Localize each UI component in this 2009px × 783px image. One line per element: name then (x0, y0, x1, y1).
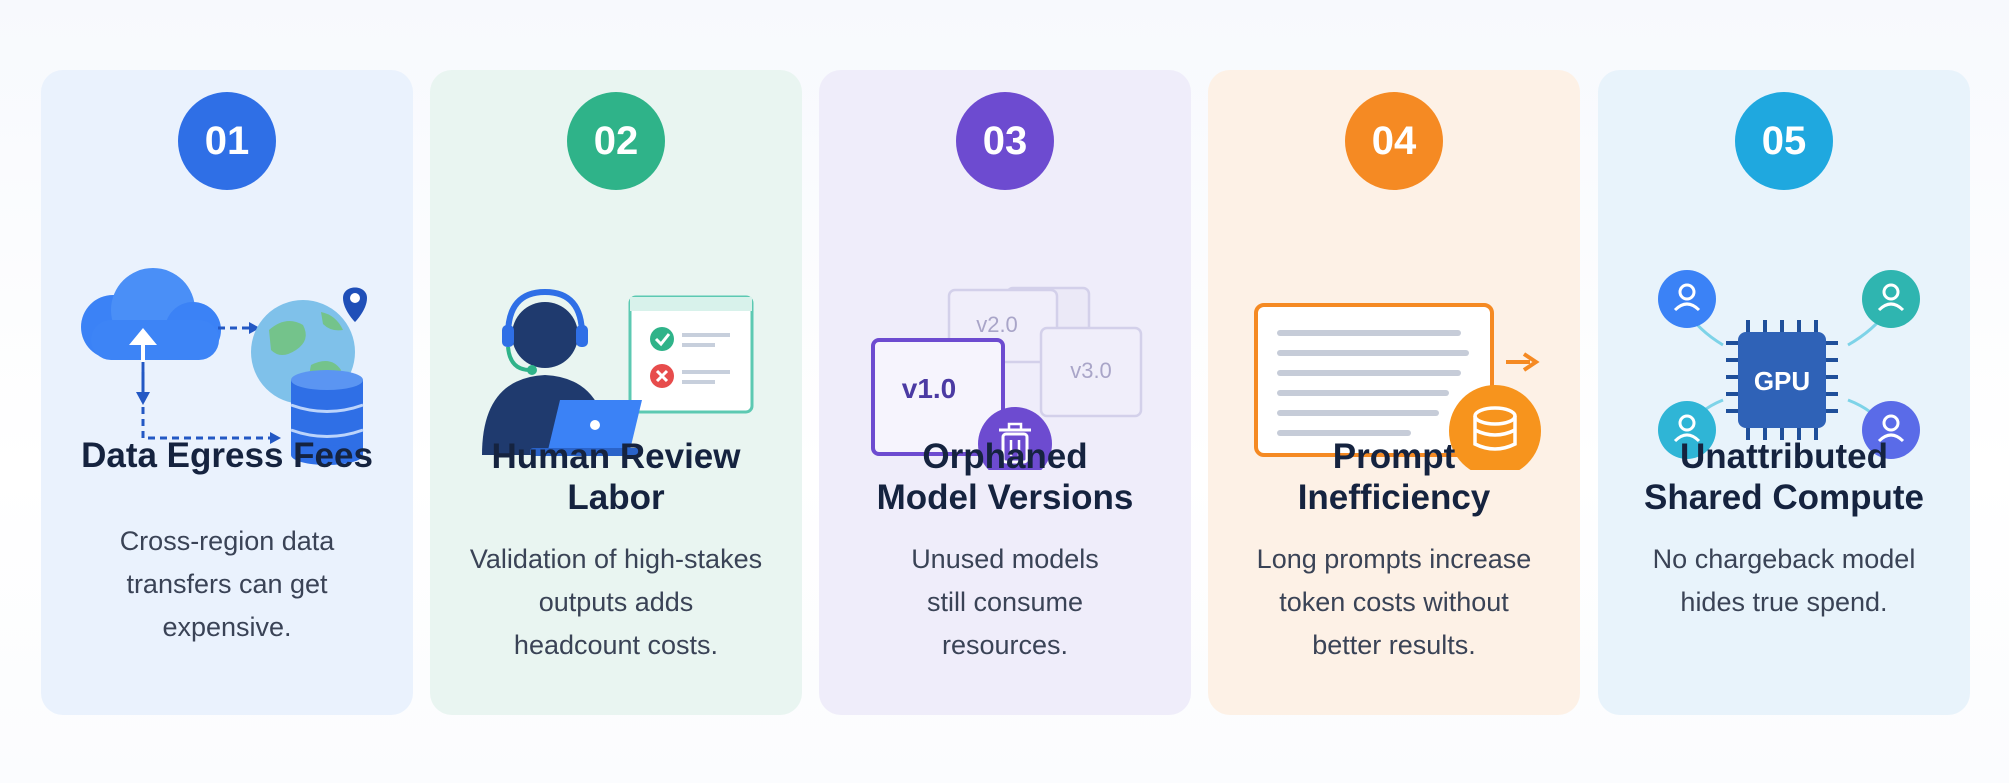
card-title: Orphaned Model Versions (876, 437, 1134, 517)
card-prompt-inefficiency: 04 Prompt Inefficiency Long prompts incr… (1208, 70, 1580, 715)
card-human-review-labor: 02 Human Review (430, 70, 802, 715)
card-data-egress-fees: 01 Da (41, 70, 413, 715)
user-icon (1658, 270, 1716, 328)
cloud-upload-icon (81, 268, 221, 372)
document-icon (1254, 303, 1494, 457)
gpu-label: GPU (1754, 366, 1810, 396)
coins-icon (1449, 385, 1541, 470)
card-title: Unattributed Shared Compute (1643, 437, 1925, 517)
database-icon (290, 370, 364, 465)
card-description: No chargeback model hides true spend. (1652, 544, 1916, 617)
step-number-badge: 05 (1735, 92, 1833, 190)
orphaned-models-illustration: v2.0 v3.0 v1.0 (871, 286, 1143, 470)
arrow-right-icon (1506, 352, 1540, 372)
data-egress-illustration (81, 268, 367, 465)
card-description: Cross-region data transfers can get expe… (119, 526, 335, 642)
card-title: Human Review Labor (491, 437, 741, 517)
user-icon (1862, 401, 1920, 459)
card-orphaned-model-versions: 03 v2.0 v3.0 v1.0 Orphaned Model Version… (819, 70, 1191, 715)
step-number-badge: 03 (956, 92, 1054, 190)
user-icon (1862, 270, 1920, 328)
version-label: v3.0 (1070, 358, 1112, 383)
card-title: Data Egress Fees (81, 436, 373, 475)
user-icon (1658, 401, 1716, 459)
laptop-icon (530, 400, 642, 456)
checklist-icon (628, 295, 754, 414)
card-description: Validation of high-stakes outputs adds h… (469, 544, 763, 660)
step-number-badge: 02 (567, 92, 665, 190)
prompt-inefficiency-illustration (1254, 303, 1541, 470)
human-review-illustration (482, 288, 754, 456)
trash-icon (978, 407, 1052, 470)
card-description: Long prompts increase token costs withou… (1256, 544, 1532, 660)
step-number-badge: 01 (178, 92, 276, 190)
card-title: Prompt Inefficiency (1297, 437, 1491, 517)
step-number-badge: 04 (1345, 92, 1443, 190)
version-stack-icon: v2.0 v3.0 v1.0 (871, 286, 1143, 456)
shared-compute-illustration: GPU (1658, 270, 1920, 459)
version-label: v2.0 (976, 312, 1018, 337)
gpu-chip-icon: GPU (1726, 320, 1838, 440)
version-label: v1.0 (902, 373, 957, 404)
card-description: Unused models still consume resources. (911, 544, 1099, 660)
card-unattributed-shared-compute: 05 GPU (1598, 70, 1970, 715)
location-pin-icon (343, 287, 367, 322)
